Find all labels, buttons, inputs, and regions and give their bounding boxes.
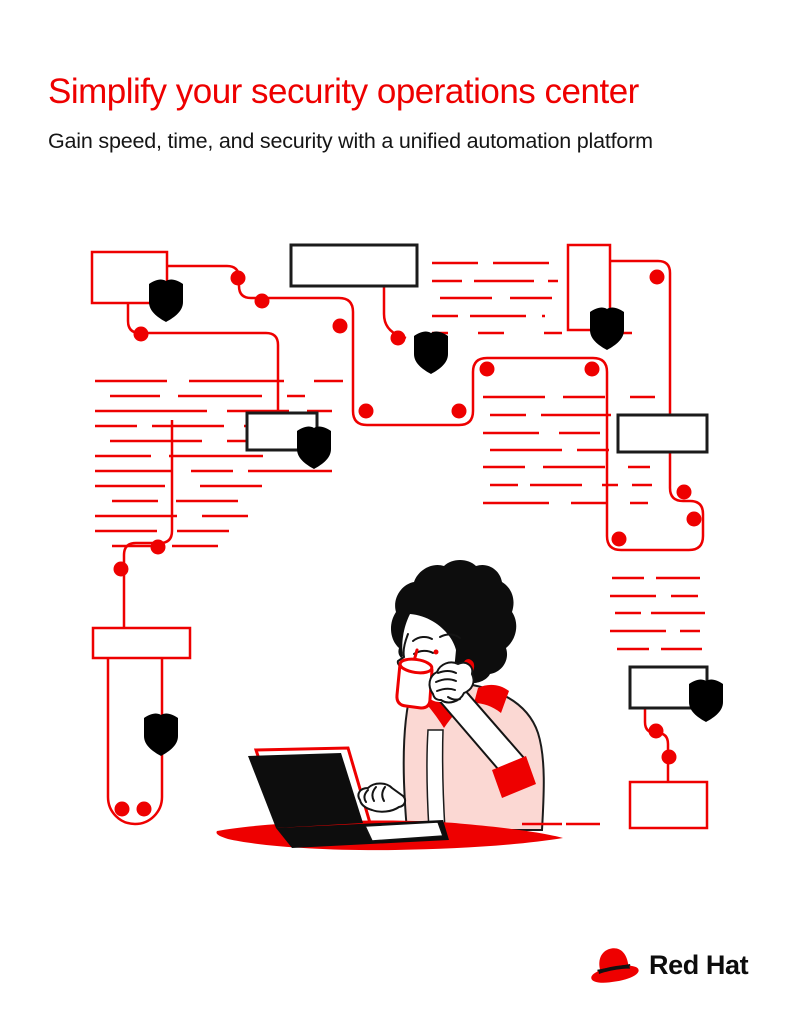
black-node-box xyxy=(616,413,709,454)
connector-dots xyxy=(113,269,702,817)
redhat-logo: Red Hat xyxy=(586,941,749,989)
shield-icon xyxy=(586,307,628,350)
shield-icon xyxy=(685,679,727,722)
red-node-box xyxy=(91,626,192,660)
shield-icon xyxy=(410,331,452,374)
shield-icon xyxy=(140,713,182,756)
log-lines-left-block xyxy=(95,379,343,548)
person-drinking-coffee xyxy=(390,560,545,831)
black-node-box xyxy=(289,243,419,288)
log-lines-lower-right-block xyxy=(610,576,705,651)
redhat-logo-text: Red Hat xyxy=(649,949,749,980)
shield-icon xyxy=(293,426,335,469)
coffee-mug xyxy=(395,657,434,710)
laptop xyxy=(248,746,449,848)
red-node-box xyxy=(628,780,709,830)
page-subtitle: Gain speed, time, and security with a un… xyxy=(48,129,653,154)
log-lines-center-right-block xyxy=(483,395,658,505)
redhat-fedora-icon xyxy=(591,948,639,983)
page-title: Simplify your security operations center xyxy=(48,72,639,111)
shield-icon xyxy=(145,279,187,322)
laptop-keyboard xyxy=(363,821,445,842)
laptop-screen xyxy=(248,753,363,828)
connector-paths xyxy=(106,259,705,826)
log-lines-top-right-block xyxy=(432,261,632,335)
page-header: Simplify your security operations center… xyxy=(48,72,653,155)
